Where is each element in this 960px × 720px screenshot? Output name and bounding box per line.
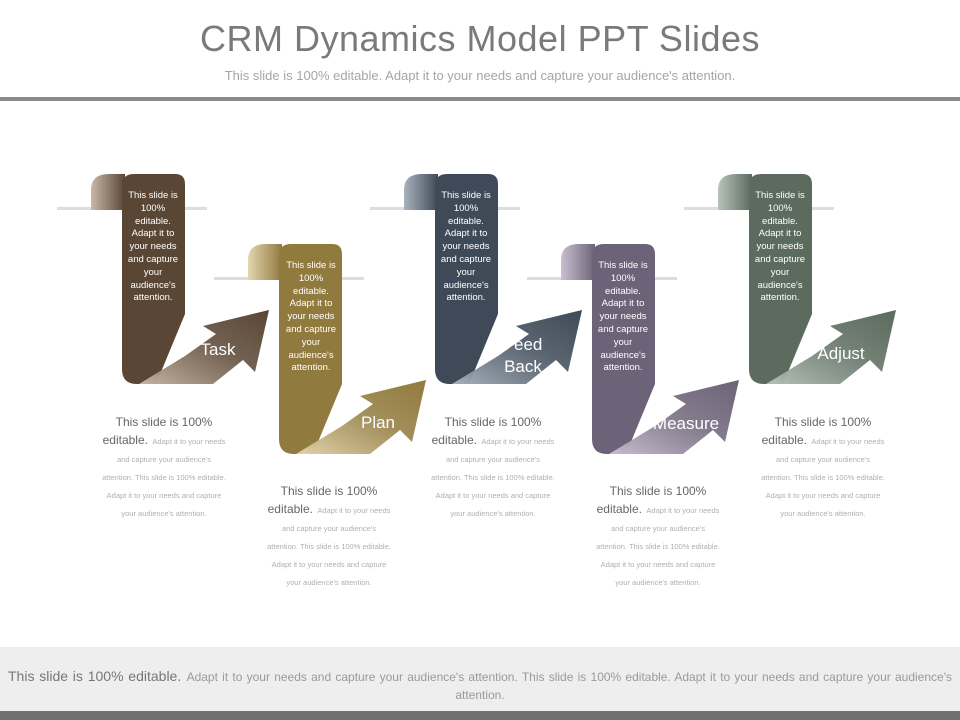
footer-body: Adapt it to your needs and capture your …: [186, 670, 952, 702]
step-label-plan: Plan: [360, 413, 396, 432]
caption-lead: This slide is 100% editable.: [431, 415, 542, 447]
bottom-bar: [0, 711, 960, 720]
step-caption: This slide is 100% editable. Adapt it to…: [267, 482, 391, 590]
ribbon-panel: [592, 244, 655, 454]
ribbon-fold: [404, 174, 438, 210]
ribbon-panel: [279, 244, 342, 454]
step-panel-text: This slide is 100% editable. Adapt it to…: [754, 190, 806, 304]
caption-body: Adapt it to your needs and capture your …: [102, 437, 226, 518]
step-label-adjust: Adjust: [817, 344, 865, 363]
ribbon-arrowhead: [139, 310, 269, 384]
ribbon-fold: [718, 174, 752, 210]
caption-body: Adapt it to your needs and capture your …: [761, 437, 885, 518]
caption-lead: This slide is 100% editable.: [267, 484, 378, 516]
title-divider: [0, 97, 960, 101]
ribbon-arrowhead: [766, 310, 896, 384]
footer-lead: This slide is 100% editable.: [8, 668, 182, 684]
step-label-task: Task: [200, 340, 236, 359]
caption-lead: This slide is 100% editable.: [761, 415, 872, 447]
caption-lead: This slide is 100% editable.: [596, 484, 707, 516]
step-panel-text: This slide is 100% editable. Adapt it to…: [285, 260, 337, 374]
ribbon-panel: [749, 174, 812, 384]
caption-body: Adapt it to your needs and capture your …: [267, 506, 391, 587]
step-caption: This slide is 100% editable. Adapt it to…: [102, 413, 226, 521]
ribbon-arrowhead: [609, 380, 739, 454]
ribbon-arrowhead: [296, 380, 426, 454]
ribbon-arrow: [57, 174, 269, 384]
step-label-measure: Measure: [652, 414, 720, 433]
ribbon-arrowhead: [452, 310, 582, 384]
step-panel-text: This slide is 100% editable. Adapt it to…: [440, 190, 492, 304]
caption-body: Adapt it to your needs and capture your …: [596, 506, 720, 587]
ribbon-fold: [248, 244, 282, 280]
step-caption: This slide is 100% editable. Adapt it to…: [596, 482, 720, 590]
step-panel-text: This slide is 100% editable. Adapt it to…: [597, 260, 649, 374]
ribbon-arrow: [214, 244, 426, 454]
slide-title: CRM Dynamics Model PPT Slides: [200, 18, 760, 59]
step-caption: This slide is 100% editable. Adapt it to…: [761, 413, 885, 521]
footer-text: This slide is 100% editable. Adapt it to…: [8, 668, 952, 704]
footer-band: [0, 647, 960, 711]
step-panel-text: This slide is 100% editable. Adapt it to…: [127, 190, 179, 304]
ribbon-arrow: [684, 174, 896, 384]
caption-body: Adapt it to your needs and capture your …: [431, 437, 555, 518]
ribbon-fold: [561, 244, 595, 280]
slide-subtitle: This slide is 100% editable. Adapt it to…: [224, 68, 736, 83]
ribbon-panel: [122, 174, 185, 384]
ribbon-arrow: [370, 174, 582, 384]
ribbon-panel: [435, 174, 498, 384]
step-label-feed-back: Feed Back: [503, 335, 543, 376]
ribbon-arrow: [527, 244, 739, 454]
ribbon-fold: [91, 174, 125, 210]
caption-lead: This slide is 100% editable.: [102, 415, 213, 447]
step-caption: This slide is 100% editable. Adapt it to…: [431, 413, 555, 521]
